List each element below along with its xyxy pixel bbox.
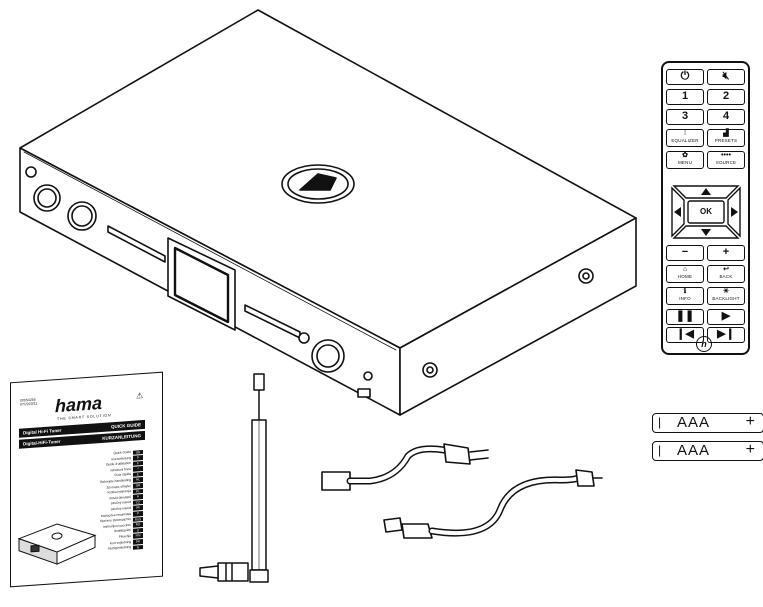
tuner-side	[399, 217, 637, 416]
battery-label: AAA	[677, 414, 711, 431]
num1-icon: 1	[681, 90, 689, 102]
back-button[interactable]: ↩BACK	[707, 265, 745, 283]
mute-icon: 🔇︎	[722, 70, 730, 82]
num3-icon: 3	[681, 110, 689, 122]
back-label: BACK	[719, 274, 733, 279]
plus-icon: +	[722, 246, 730, 258]
play-button[interactable]: ▶	[707, 309, 745, 325]
equalizer-button[interactable]: ⫶EQUALIZER	[666, 129, 704, 147]
backlight-button[interactable]: ✳BACKLIGHT	[707, 287, 745, 305]
presets-label: PRESETS	[714, 138, 738, 143]
guide-article-code: 00054256 07/2020/11	[20, 397, 38, 407]
num2-icon: 2	[722, 90, 730, 102]
small-button-icon	[298, 332, 310, 344]
antenna	[199, 373, 269, 583]
battery-plus: +	[745, 413, 755, 430]
dpad-left-icon	[674, 207, 681, 217]
num4-button[interactable]: 4	[707, 109, 745, 125]
battery-plus: +	[745, 441, 755, 458]
info-icon: ℹ	[683, 288, 687, 295]
equalizer-label: EQUALIZER	[671, 138, 699, 143]
source-button[interactable]: ••••SOURCE	[707, 151, 745, 169]
prev-icon: ❙◀	[676, 328, 694, 340]
minus-icon: −	[681, 246, 689, 258]
power-icon: ⏻	[680, 70, 690, 82]
dpad-down-icon	[701, 229, 711, 236]
back-icon: ↩	[723, 266, 729, 273]
quick-guide-booklet: 00054256 07/2020/11 hama THE SMART SOLUT…	[10, 371, 163, 588]
presets-button[interactable]: ▟PRESETS	[707, 129, 745, 147]
aaa-battery: | AAA +	[652, 441, 763, 461]
num4-icon: 4	[722, 110, 730, 122]
pause-icon: ❚❚	[675, 310, 695, 322]
battery-minus: |	[658, 443, 662, 457]
language-name: Hurtigveiledning	[108, 544, 131, 551]
next-icon: ▶❙	[717, 328, 735, 340]
battery-label: AAA	[677, 442, 711, 459]
power-button[interactable]: ⏻	[666, 69, 704, 85]
num2-button[interactable]: 2	[707, 89, 745, 105]
display-screen	[173, 246, 230, 324]
source-label: SOURCE	[715, 160, 737, 165]
ok-button[interactable]: OK	[700, 207, 712, 216]
menu-label: MENU	[677, 160, 693, 165]
cd-slot-left	[107, 225, 166, 263]
language-code: N	[133, 544, 143, 550]
adapter-cable	[321, 443, 603, 539]
home-icon: ⌂	[682, 266, 688, 273]
presets-icon: ▟	[723, 130, 729, 137]
headphone-jack-icon	[363, 371, 373, 381]
plus-button[interactable]: +	[707, 245, 745, 261]
home-label: HOME	[677, 274, 693, 279]
info-label: INFO	[679, 296, 691, 301]
minus-button[interactable]: −	[666, 245, 704, 261]
usb-port-icon	[357, 388, 371, 398]
dpad-right-icon	[731, 207, 738, 217]
home-button[interactable]: ⌂HOME	[666, 265, 704, 283]
num3-button[interactable]: 3	[666, 109, 704, 125]
dpad-up-icon	[701, 188, 711, 195]
dpad	[671, 185, 741, 239]
warning-icon: ⚠	[136, 391, 144, 401]
remote-logo-icon: h	[696, 336, 712, 352]
next-button[interactable]: ▶❙	[707, 327, 745, 343]
play-icon: ▶	[721, 310, 731, 322]
num1-button[interactable]: 1	[666, 89, 704, 105]
power-led-icon	[25, 166, 37, 178]
mute-button[interactable]: 🔇︎	[707, 69, 745, 85]
aaa-battery: | AAA +	[652, 413, 763, 433]
pause-button[interactable]: ❚❚	[666, 309, 704, 325]
equalizer-icon: ⫶	[684, 130, 686, 137]
backlight-icon: ✳	[723, 288, 729, 295]
menu-button[interactable]: ✿MENU	[666, 151, 704, 169]
source-icon: ••••	[721, 152, 731, 159]
menu-icon: ✿	[682, 152, 688, 159]
prev-button[interactable]: ❙◀	[666, 327, 704, 343]
backlight-label: BACKLIGHT	[712, 296, 740, 301]
battery-minus: |	[658, 415, 662, 429]
guide-device-thumbnail	[17, 523, 97, 565]
